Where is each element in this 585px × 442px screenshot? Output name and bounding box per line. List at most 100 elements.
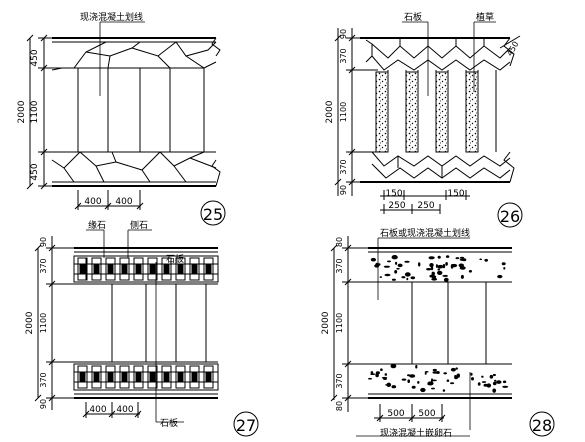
pebble: [450, 382, 455, 385]
pebble: [375, 371, 380, 375]
pebble: [479, 258, 483, 261]
stone-edge-top: [365, 38, 511, 71]
curb-brick: [77, 257, 88, 281]
dim-bottom-band: 370: [339, 159, 348, 174]
dim-bottom-band: 370: [335, 373, 344, 388]
pebble: [370, 257, 376, 262]
horizontal-dimension-chain: [374, 404, 446, 422]
curb-brick: [91, 365, 102, 389]
pebble: [379, 276, 382, 278]
pebble: [450, 367, 456, 372]
detail-number-circle: [497, 202, 523, 228]
pebble: [394, 270, 398, 274]
detail-26: [334, 21, 523, 228]
pebble: [384, 373, 387, 376]
dim-total: 2000: [325, 100, 335, 123]
pebble: [437, 264, 444, 269]
curb-brick-fill: [163, 263, 170, 275]
detail-28: [330, 236, 555, 437]
curb-brick-fill: [205, 263, 212, 275]
horizontal-dimension-chain: [74, 190, 144, 210]
vertical-dimension-chain: [34, 236, 74, 410]
curb-brick: [189, 257, 200, 281]
pebble: [459, 258, 465, 261]
pebble: [427, 383, 433, 386]
pebble: [445, 262, 448, 266]
detail-number: 27: [236, 416, 256, 435]
pebble: [489, 374, 494, 379]
label-stone-slab: 石板: [404, 11, 422, 23]
curb-brick-fill: [135, 371, 142, 383]
curb-brick: [147, 257, 158, 281]
dim-slope: 450: [505, 40, 520, 58]
pebble: [460, 274, 464, 279]
curb-brick: [91, 257, 102, 281]
pebble: [486, 383, 492, 388]
dim-middle-band: 1100: [339, 102, 348, 122]
dim-width-1: 400: [89, 405, 106, 415]
pebble: [370, 373, 376, 375]
detail-number: 28: [532, 416, 552, 435]
pebble: [411, 385, 416, 389]
dim-width-2: 500: [418, 409, 435, 419]
pebble: [391, 278, 396, 281]
dim-slab-width-2: 150: [447, 189, 464, 199]
pebble: [446, 379, 450, 383]
detail-25: [26, 21, 226, 226]
pebble: [437, 270, 443, 275]
slabs-and-grass: [375, 70, 497, 153]
pebble: [420, 387, 426, 393]
pebble: [502, 385, 509, 388]
pebble: [368, 377, 372, 380]
pebble: [432, 371, 438, 374]
stone-edge-bottom: [371, 151, 511, 179]
dim-total: 2000: [321, 311, 331, 334]
curb-brick-fill: [149, 371, 156, 383]
pebble: [431, 378, 433, 383]
pebble: [481, 381, 487, 383]
label-cast-concrete-line: 现浇混凝土划线: [80, 11, 143, 23]
dim-bottom-edge: 80: [335, 401, 344, 411]
dim-bottom-band: 370: [39, 372, 48, 387]
pebble: [407, 379, 411, 384]
detail-number-circle: [529, 411, 555, 437]
concrete-strips: [77, 68, 205, 152]
pebble: [454, 375, 459, 380]
pebble: [496, 380, 502, 384]
pebble: [443, 372, 448, 375]
curb-brick-fill: [191, 371, 198, 383]
pebble: [455, 257, 460, 260]
curb-brick: [119, 257, 130, 281]
dim-spacing-2: 250: [417, 201, 434, 211]
pebble: [380, 368, 383, 372]
dim-top-edge: 90: [39, 237, 48, 247]
pebble: [375, 262, 380, 268]
pebble: [397, 263, 403, 268]
pebble: [387, 260, 391, 263]
pebble: [415, 364, 418, 369]
pebble: [503, 267, 506, 270]
pebble: [417, 381, 420, 384]
horizontal-dimension-chain: [82, 402, 142, 418]
curb-brick-fill: [149, 263, 156, 275]
curb-brick: [77, 365, 88, 389]
curb-brick-fill: [93, 371, 100, 383]
dim-middle-band: 1100: [30, 100, 40, 123]
curb-brick: [175, 257, 186, 281]
detail-number: 26: [500, 207, 520, 226]
pebble: [404, 272, 411, 277]
curb-brick: [203, 365, 214, 389]
pebble: [370, 371, 374, 374]
pebble: [497, 274, 503, 279]
pebble: [431, 271, 435, 276]
curb-brick-fill: [107, 371, 114, 383]
dim-top-band: 370: [335, 258, 344, 273]
pebble: [396, 267, 400, 270]
dim-width-1: 400: [84, 197, 101, 207]
flagstone-pattern-bottom: [51, 151, 217, 183]
dim-top-band: 450: [30, 49, 40, 66]
pebble: [424, 372, 427, 375]
curb-brick-fill: [93, 263, 100, 275]
label-grass: 植草: [476, 11, 494, 23]
